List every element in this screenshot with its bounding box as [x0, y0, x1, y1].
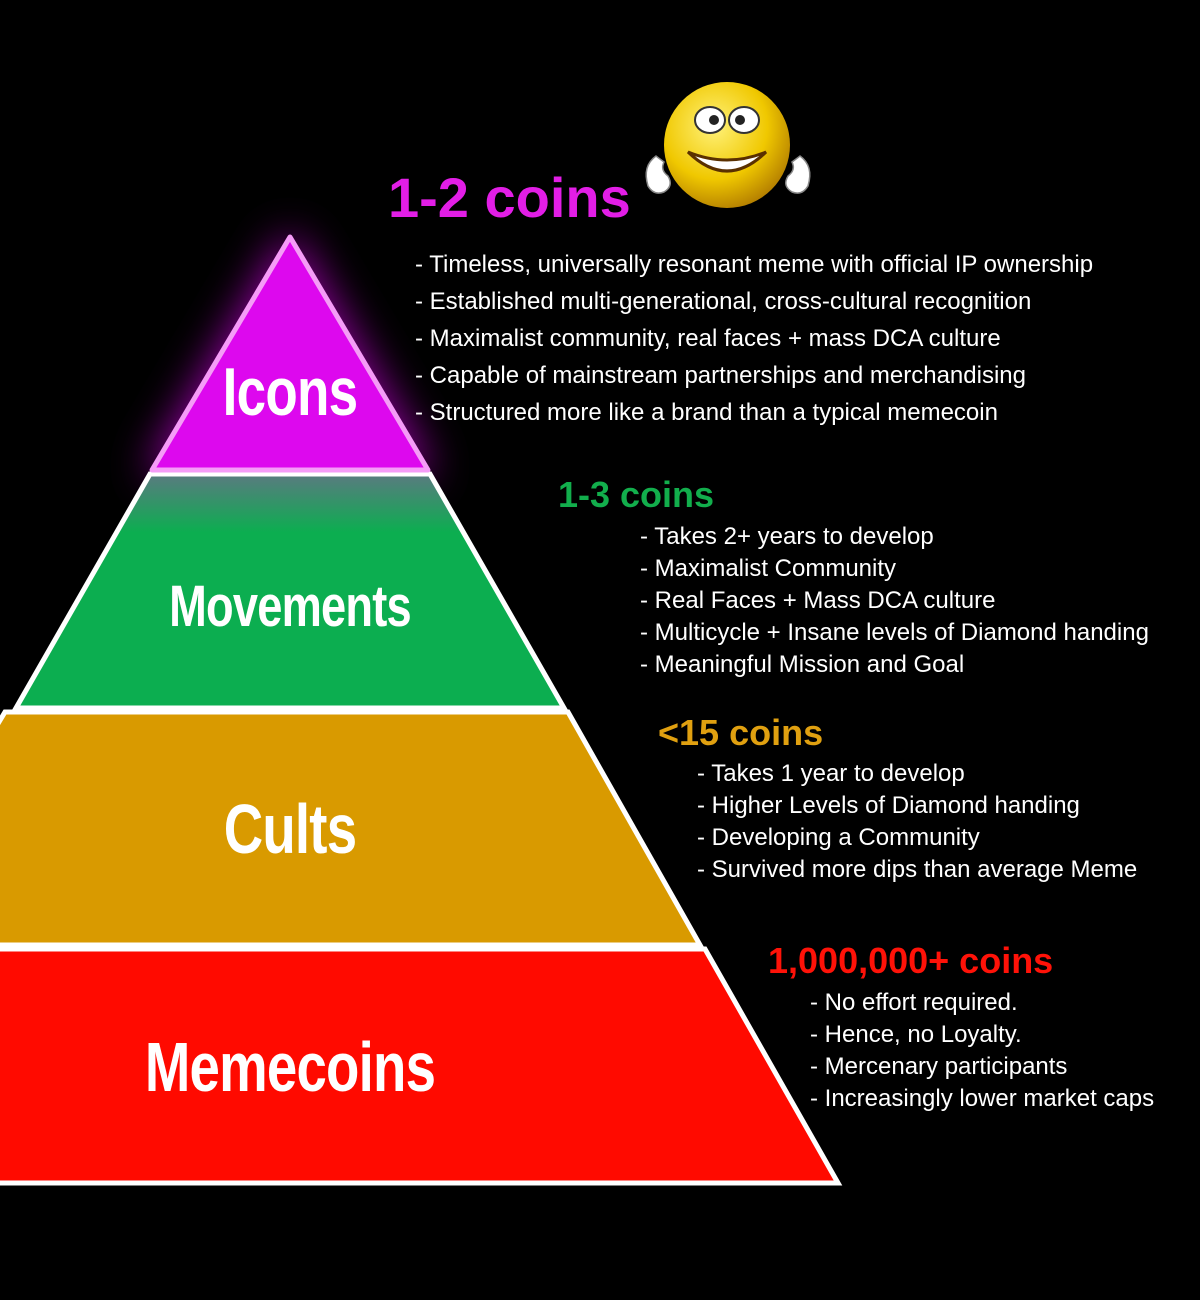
bullet: - Survived more dips than average Meme: [697, 856, 1138, 883]
bullet: - Capable of mainstream partnerships and…: [415, 362, 1026, 389]
bullet: - Higher Levels of Diamond handing: [697, 792, 1080, 819]
bullet: - Established multi-generational, cross-…: [415, 288, 1032, 315]
bullet: - Takes 2+ years to develop: [640, 523, 934, 550]
bullet: - Meaningful Mission and Goal: [640, 651, 965, 678]
tier-bullets-movements: - Takes 2+ years to develop - Maximalist…: [640, 521, 1149, 681]
bullet: - Structured more like a brand than a ty…: [415, 399, 998, 426]
bullet: - Maximalist Community: [640, 555, 897, 582]
tier-cults-shape: [0, 709, 705, 948]
tier-bullets-icons: - Timeless, universally resonant meme wi…: [415, 246, 1093, 431]
bullet: - Maximalist community, real faces + mas…: [415, 325, 1001, 352]
smiley-thumbs-up-icon: [645, 82, 811, 208]
tier-label-movements: Movements: [169, 574, 412, 639]
tier-count-icons: 1-2 coins: [388, 166, 631, 229]
bullet: - Real Faces + Mass DCA culture: [640, 587, 996, 614]
bullet: - No effort required.: [810, 989, 1018, 1016]
tier-bullets-cults: - Takes 1 year to develop - Higher Level…: [697, 758, 1137, 886]
tier-count-cults: <15 coins: [658, 712, 824, 753]
tier-label-icons: Icons: [222, 354, 358, 430]
tier-count-memecoins: 1,000,000+ coins: [768, 940, 1054, 981]
tier-memecoins-shape: [0, 946, 843, 1186]
tier-bullets-memecoins: - No effort required. - Hence, no Loyalt…: [810, 987, 1154, 1115]
tier-count-movements: 1-3 coins: [558, 474, 715, 515]
bullet: - Hence, no Loyalty.: [810, 1021, 1022, 1048]
tier-icons-shape: [149, 234, 431, 473]
bullet: - Timeless, universally resonant meme wi…: [415, 251, 1094, 278]
bullet: - Increasingly lower market caps: [810, 1085, 1155, 1112]
tier-movements-shape: [11, 471, 569, 711]
bullet: - Takes 1 year to develop: [697, 760, 965, 787]
bullet: - Developing a Community: [697, 824, 980, 851]
bullet: - Mercenary participants: [810, 1053, 1068, 1080]
bullet: - Multicycle + Insane levels of Diamond …: [640, 619, 1149, 646]
tier-label-cults: Cults: [223, 790, 357, 868]
tier-label-memecoins: Memecoins: [144, 1028, 436, 1106]
